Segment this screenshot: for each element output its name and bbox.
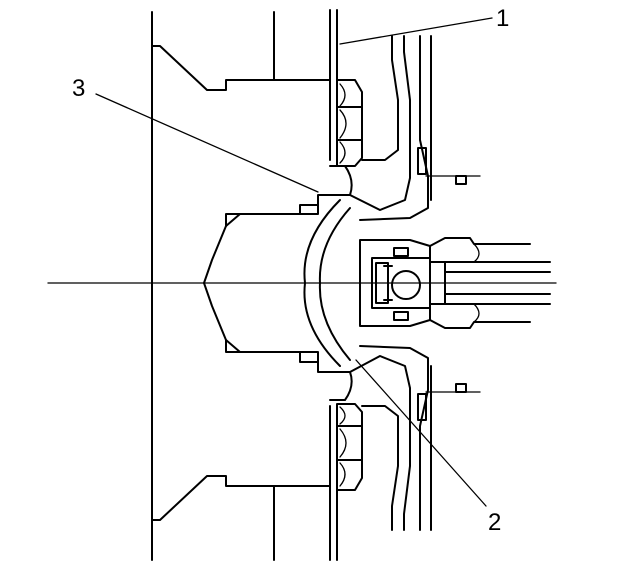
hub-flange-lower: [151, 475, 331, 521]
upper-bracket: [417, 147, 481, 185]
lower-bracket: [417, 383, 481, 421]
callout-label-1: 1: [496, 5, 509, 32]
backing-plate-lower-3: [359, 345, 429, 531]
axle-shaft: [429, 237, 551, 329]
lower-lug-nut: [336, 403, 363, 491]
callout-label-3: 3: [72, 75, 85, 102]
dome-inner: [318, 207, 351, 361]
leader-line-2: [355, 359, 487, 507]
backing-plate-lower-2: [349, 355, 411, 531]
backing-plate-upper-3: [359, 35, 429, 221]
dome-outer: [303, 199, 341, 367]
callout-label-2: 2: [488, 509, 501, 536]
bearing-assembly: [359, 239, 446, 327]
upper-lug-nut: [336, 79, 363, 167]
backing-plate-upper-2: [349, 35, 411, 211]
backing-plate-upper: [361, 35, 399, 161]
backing-plate-lower: [361, 405, 399, 531]
leader-line-3: [95, 93, 319, 193]
hub-step-lower: [225, 339, 319, 363]
leader-line-1: [339, 17, 493, 45]
hub-step-upper: [225, 204, 319, 227]
hub-flange-upper: [151, 45, 331, 91]
